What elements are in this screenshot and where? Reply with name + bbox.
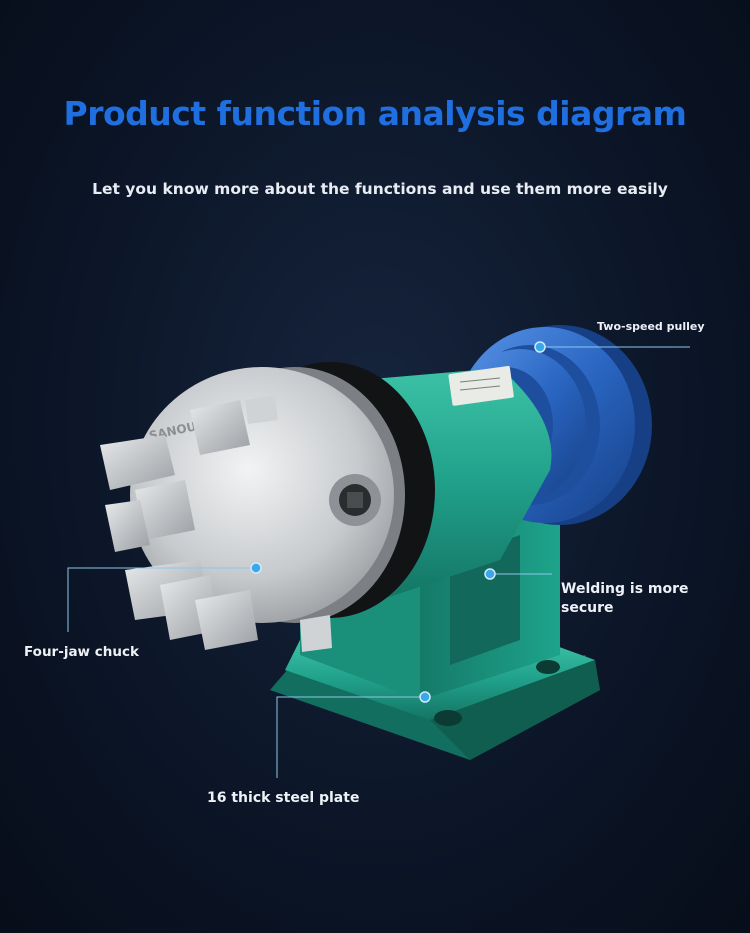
callout-pulley-label: Two-speed pulley [597,320,705,333]
callout-plate-label: 16 thick steel plate [207,790,360,806]
callout-chuck-label: Four-jaw chuck [24,644,139,660]
chuck-dot [250,562,262,574]
four-jaw-chuck: SANOU [100,367,405,652]
plate-dot [419,691,431,703]
page-subtitle: Let you know more about the functions an… [92,180,668,198]
callout-dots [250,341,546,703]
welding-dot [484,568,496,580]
callout-welding-label: Welding is more secure [561,581,689,616]
callout-lines [67,346,690,778]
pulley-dot [534,341,546,353]
page-title: Product function analysis diagram [63,94,687,133]
